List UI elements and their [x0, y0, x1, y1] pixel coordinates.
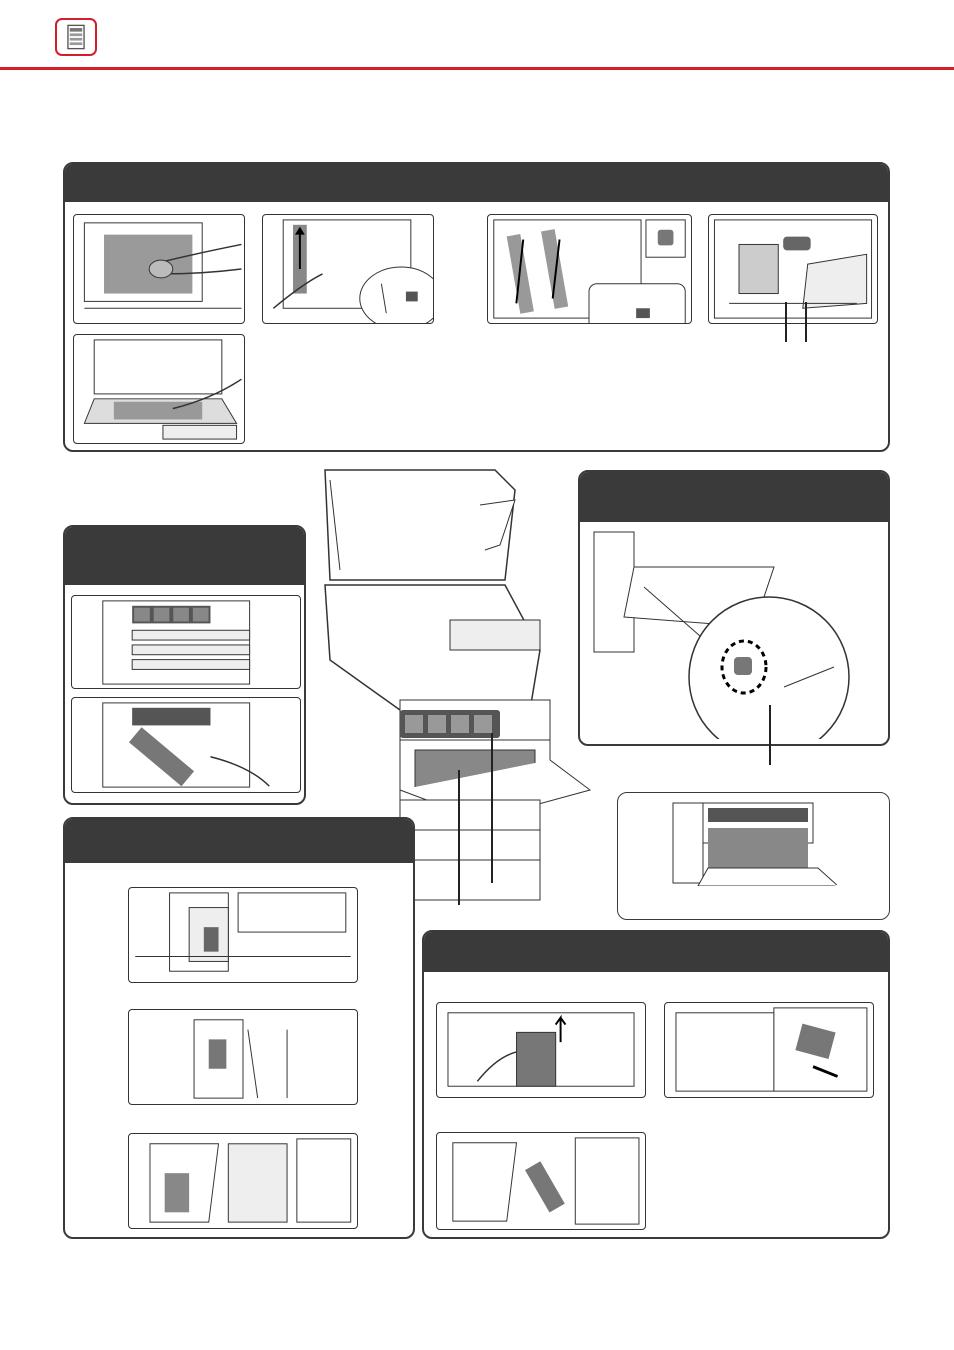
panel-title: [65, 819, 413, 863]
callout-line: [458, 770, 460, 905]
panel-title: [65, 164, 888, 202]
header-rule: [0, 67, 954, 70]
panel-title: [65, 527, 304, 585]
cleaner-tool-icon: [487, 214, 692, 324]
remove-toner-icon: [71, 697, 301, 793]
callout-line: [491, 733, 493, 883]
callout-line: [769, 705, 771, 765]
punch-unit-panel: [422, 930, 890, 1239]
wipe-glass-icon: [73, 334, 245, 444]
scan-area-icon: [262, 214, 434, 324]
finisher-side-icon: [128, 1009, 358, 1105]
punch-pull-icon: [664, 1002, 874, 1098]
bypass-tray-panel: [578, 470, 890, 746]
callout-line: [805, 302, 807, 342]
finisher-panel: [63, 817, 415, 1239]
open-front-cover-icon: [668, 798, 838, 886]
document-glass-panel: [63, 162, 890, 452]
panel-title: [580, 472, 888, 522]
feed-roller-icon: [708, 214, 878, 324]
toner-area-panel: [63, 525, 306, 805]
callout-line: [785, 302, 787, 342]
toner-bay-icon: [71, 595, 301, 689]
finisher-open-icon: [128, 1133, 358, 1229]
copier-icon: [55, 18, 97, 56]
staple-unit-icon: [128, 887, 358, 983]
punch-remove-icon: [436, 1132, 646, 1230]
punch-lift-icon: [436, 1002, 646, 1098]
front-cover-panel: [617, 792, 890, 920]
wipe-cover-icon: [73, 214, 245, 324]
panel-title: [424, 932, 888, 972]
bypass-roller-icon: [584, 527, 884, 739]
